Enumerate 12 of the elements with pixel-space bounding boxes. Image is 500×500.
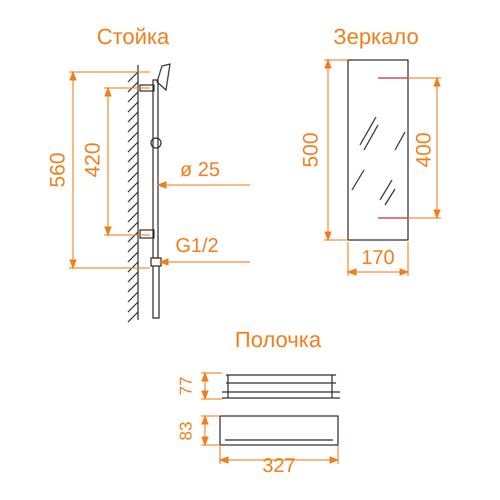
dimension-text: 500	[300, 132, 322, 168]
heading: Зеркало	[333, 26, 419, 48]
dimension-text: 170	[361, 248, 395, 268]
dimension-text: 420	[82, 142, 104, 178]
dimension-text: ø 25	[180, 160, 220, 180]
heading: Полочка	[234, 329, 322, 351]
dimension-text: G1/2	[175, 236, 219, 256]
dimension-text: 83	[178, 422, 194, 440]
dimension-text: 560	[48, 152, 68, 188]
dimension-text: 77	[178, 376, 194, 396]
heading: Стойка	[96, 26, 170, 48]
dimension-text: 400	[414, 132, 434, 168]
